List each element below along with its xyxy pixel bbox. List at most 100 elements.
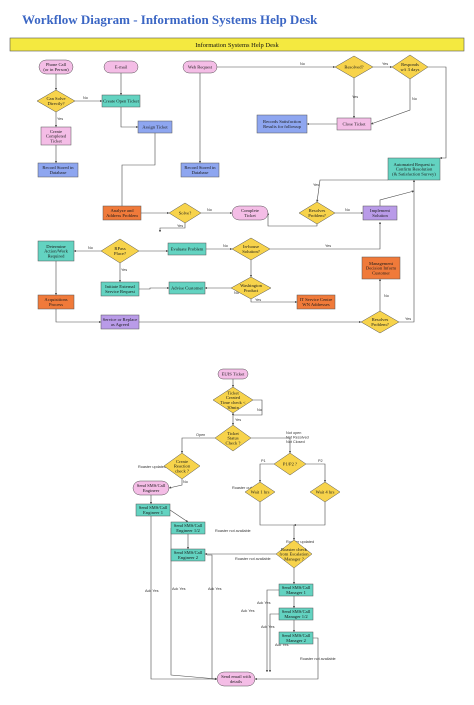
- node-shape-send-email-engineer: [132, 480, 170, 496]
- connector-label-ack-yes-3: Ack Yes: [208, 587, 222, 591]
- connector-label-ack-yes-5: Ack Yes: [261, 625, 275, 629]
- node-label-complete-ticket: Complete: [241, 208, 259, 213]
- node-label-advise-customer: Advise Customer: [171, 286, 203, 291]
- connector-label-ack-yes-4: Ack Yes: [257, 601, 271, 605]
- node-shape-resolves-problem-2: [360, 310, 400, 334]
- node-shape-ticket-created: [212, 386, 254, 414]
- connector-label-p2: P2: [318, 459, 323, 463]
- node-solve: Solve?: [168, 202, 202, 224]
- node-shape-analyze-problem: [102, 205, 142, 221]
- node-label-determine-action: Required: [48, 253, 66, 258]
- node-label-implement-solution: Implement: [370, 208, 391, 213]
- node-shape-record-db-2: [180, 162, 220, 178]
- connector-label-yes-resolved: Yes: [382, 62, 388, 66]
- node-label-ticket-status-check: Ticket: [227, 431, 239, 436]
- node-label-wait-4-hrs: Wait 4 hrs: [316, 490, 335, 495]
- node-shape-send-engineer-1-2: [170, 521, 206, 535]
- node-label-roster-check: from Escalation: [279, 552, 309, 557]
- connectors: [54, 65, 447, 681]
- connector-label-no-responds: No: [412, 97, 417, 101]
- connector-18: [316, 179, 388, 203]
- node-shape-management-decision: [361, 256, 401, 280]
- node-label-records-satisfaction: Results for followup: [263, 124, 301, 129]
- connector-47: [259, 502, 296, 541]
- node-label-analyze-problem: Analyze and: [110, 208, 134, 213]
- connector-label-yes-ticket-created: Yes: [235, 418, 241, 422]
- connector-48: [293, 502, 326, 527]
- banner-label: Information Systems Help Desk: [195, 42, 279, 49]
- node-label-record-db-2: Database: [192, 170, 209, 175]
- node-label-create-reaction-check: check ?: [175, 468, 189, 473]
- node-wait-4-hrs: Wait 4 hrs: [309, 481, 341, 503]
- node-label-email: E-mail: [115, 65, 128, 70]
- node-label-rpass-place: RPass: [114, 246, 125, 251]
- connector-label-ack-yes-6: Ack Yes: [275, 643, 289, 647]
- node-advise-customer: Advise Customer: [168, 281, 206, 295]
- node-label-resolved: Resolved?: [344, 65, 363, 70]
- node-label-it-service-centre: WN Addresses: [302, 302, 330, 307]
- node-label-responds-3-days: w/i 3 days: [401, 67, 420, 72]
- node-phone-call: Phone Call(or in Person): [38, 59, 74, 75]
- node-email: E-mail: [103, 60, 139, 74]
- connector-28: [139, 286, 170, 290]
- node-label-service-or-replace: Service or Replace: [103, 317, 138, 322]
- connector-42: [258, 463, 274, 483]
- node-label-roster-check: Roaster check: [281, 547, 308, 552]
- node-label-send-email-details: Send email with: [221, 674, 252, 679]
- connector-45: [169, 509, 189, 523]
- node-label-record-db-1: Database: [50, 170, 67, 175]
- node-label-automated-request: Confirm Resolution: [396, 167, 433, 172]
- node-wait-1-hr: Wait 1 hrs: [244, 481, 276, 503]
- node-label-create-reaction-check: Reaction: [174, 464, 191, 469]
- connector-30: [250, 299, 298, 304]
- node-shape-service-or-replace: [100, 314, 140, 330]
- node-label-close-ticket: Close Ticket: [342, 122, 366, 127]
- node-label-send-engineer-1-2: Send SMS/Call: [174, 523, 203, 528]
- node-label-resolves-problem-2: Problem?: [371, 322, 389, 327]
- node-label-automated-request: (& Satisfaction Survey): [392, 171, 436, 176]
- connector-label-roaster-not-available-3: Roaster not available: [300, 657, 336, 661]
- banner: [9, 37, 465, 52]
- connector-label-no-resolves-1: No: [345, 208, 350, 212]
- node-label-send-email-details: details: [230, 679, 242, 684]
- connector-7: [121, 133, 156, 215]
- node-label-management-decision: Management: [369, 261, 394, 266]
- node-label-send-manager-1: Send SMS/Call: [282, 585, 311, 590]
- connector-58: [207, 554, 218, 681]
- node-shape-washington-product: [230, 276, 272, 300]
- connector-label-p1: P1: [261, 459, 266, 463]
- node-shape-initiate-external: [100, 281, 140, 297]
- connector-label-ack-yes-2: Ack Yes: [172, 587, 186, 591]
- connector-label-ack-yes-7: Ack Yes: [241, 609, 255, 613]
- connector-57: [170, 528, 218, 681]
- node-label-in-house-solution: In-house: [243, 244, 259, 249]
- node-label-assign-ticket: Assign Ticket: [142, 125, 168, 130]
- node-label-ticket-status-check: Check ?: [226, 440, 241, 445]
- node-label-management-decision: Customer: [372, 270, 390, 275]
- connector-label-no-solve-directly: No: [83, 96, 88, 100]
- node-label-send-manager-2: Send SMS/Call: [282, 633, 311, 638]
- node-shape-record-db-1: [37, 162, 79, 178]
- node-shape-records-satisfaction: [256, 114, 308, 134]
- node-shape-roster-check: [275, 539, 313, 569]
- node-label-determine-action: Determine: [46, 244, 65, 249]
- node-create-open-ticket: Create Open Ticket: [101, 94, 141, 108]
